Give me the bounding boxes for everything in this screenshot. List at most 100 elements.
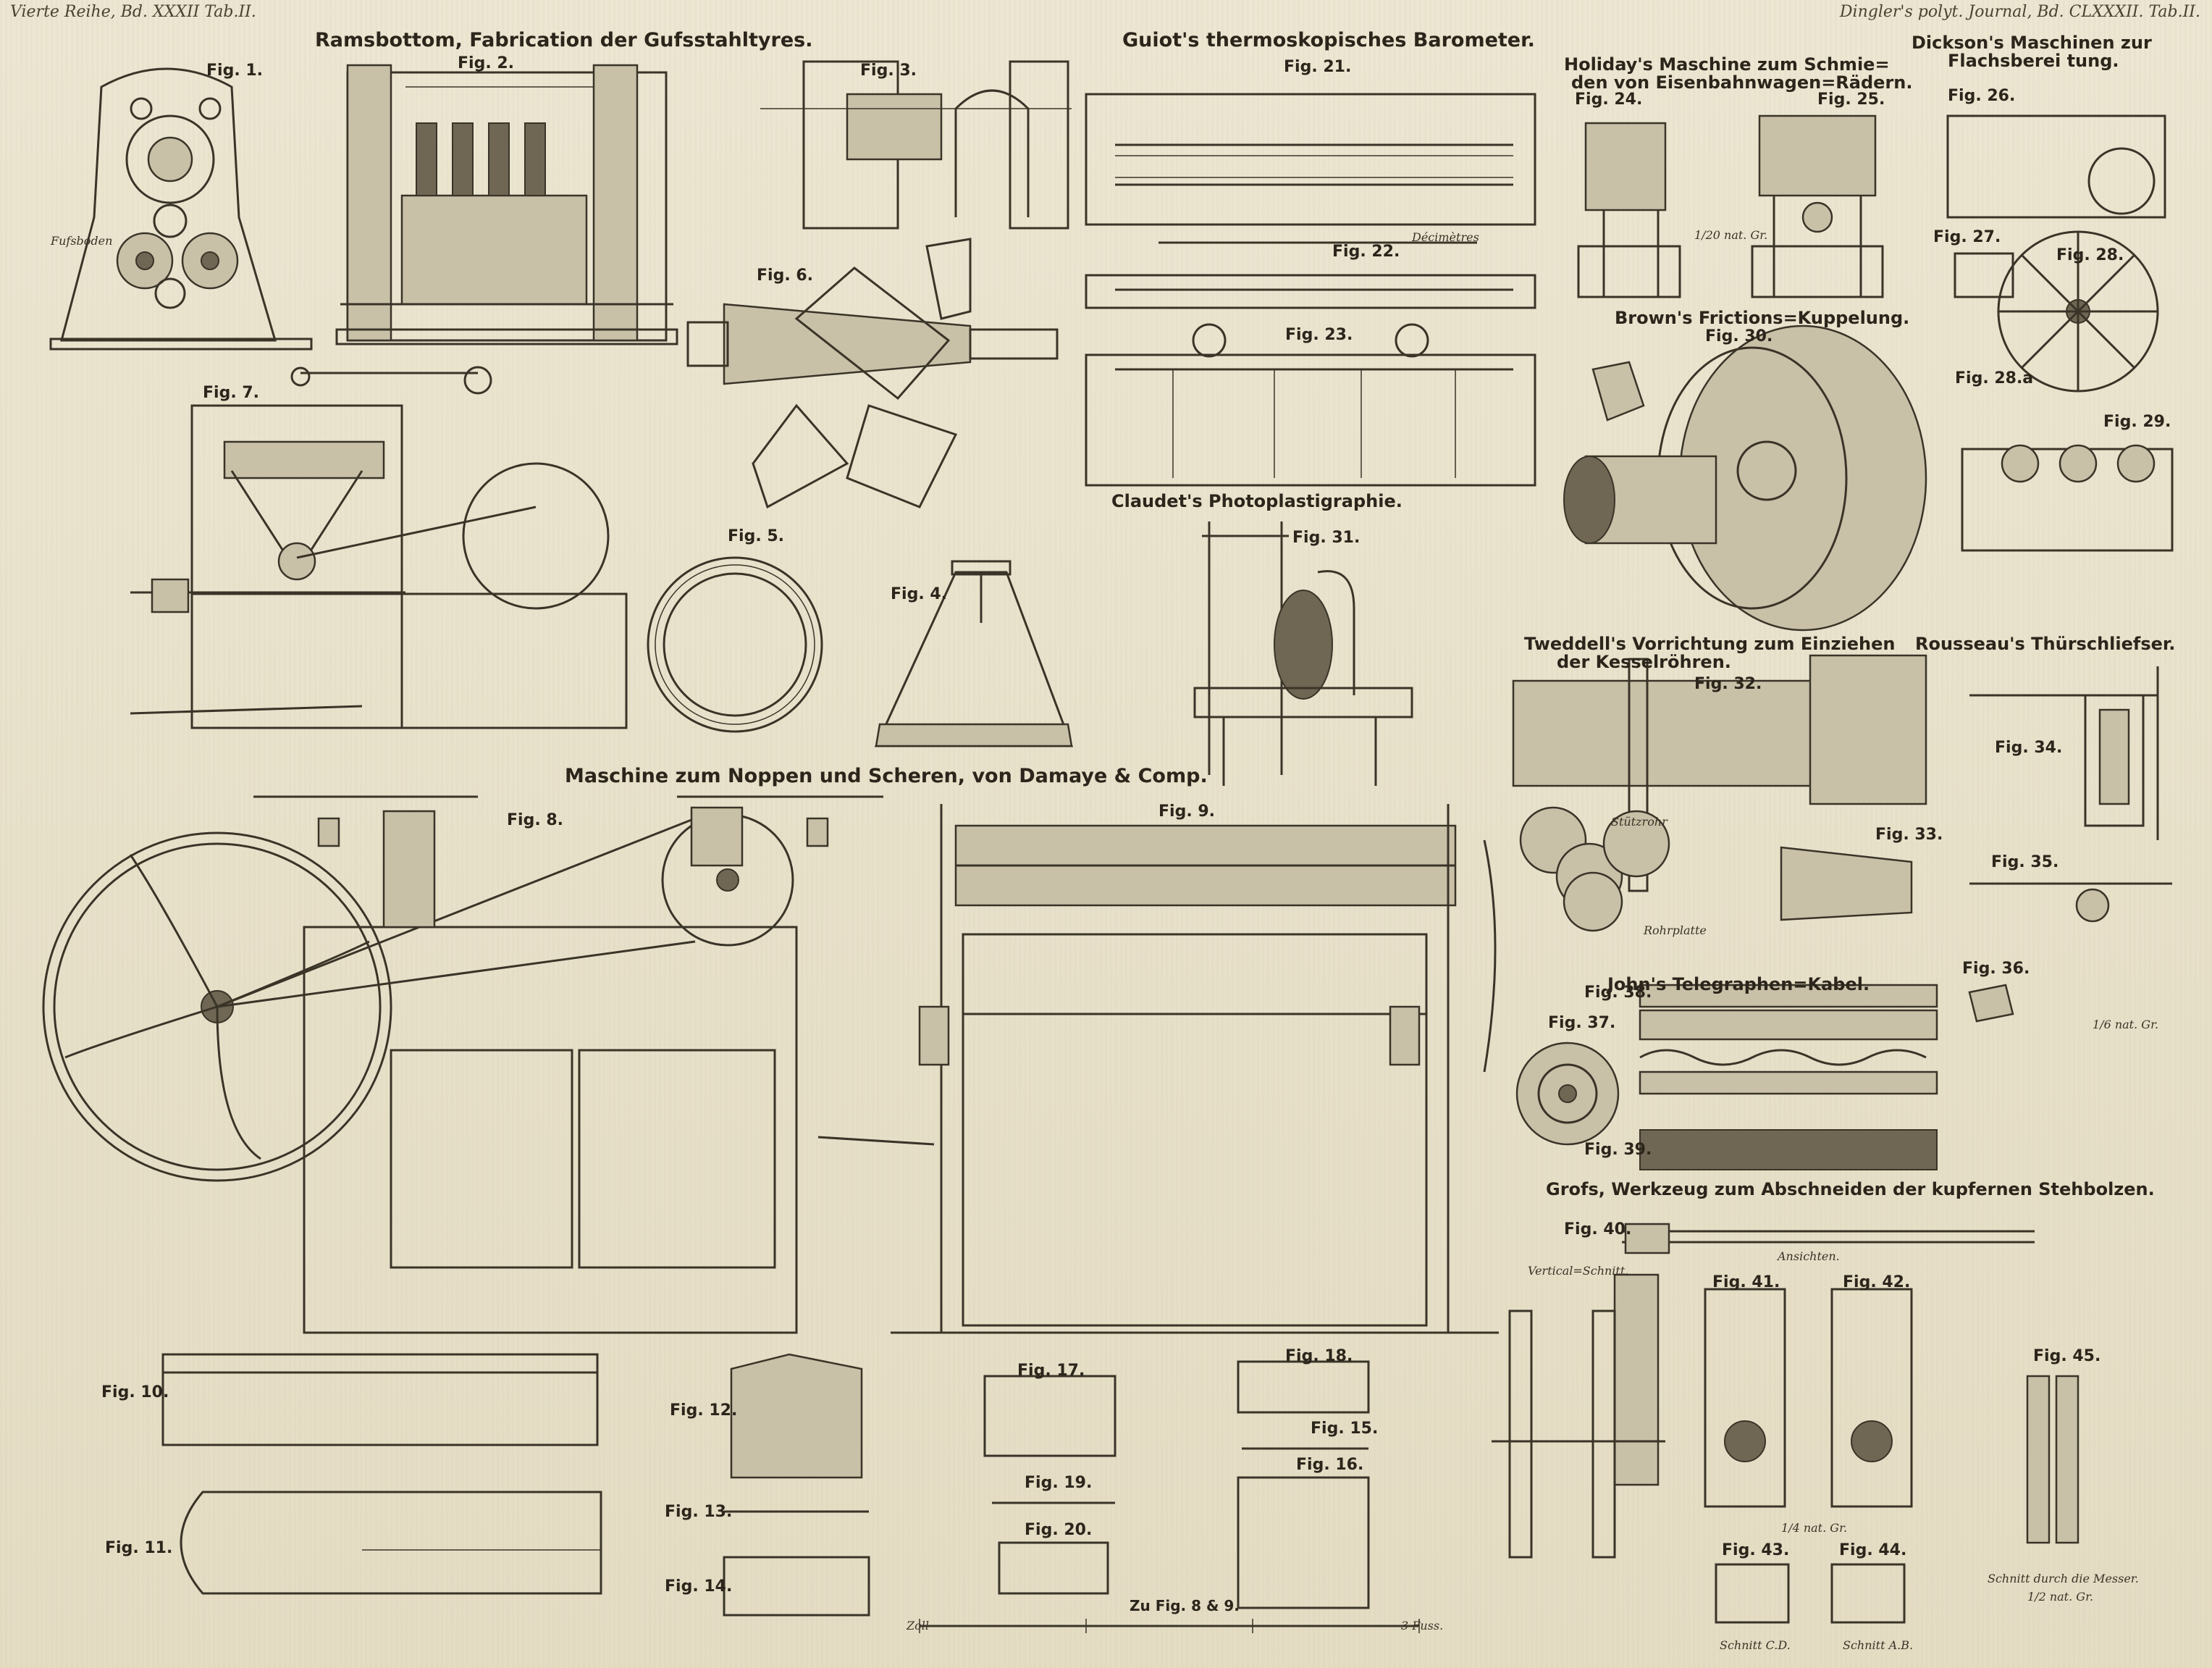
title-tweddell-line2: der Kesselröhren. bbox=[1557, 652, 1731, 672]
fig-38-label: Fig. 38. bbox=[1584, 984, 1652, 1002]
fig-34-36-drawing bbox=[1968, 666, 2172, 1023]
note-decimetres: Décimètres bbox=[1412, 230, 1479, 244]
fig-42-label: Fig. 42. bbox=[1843, 1273, 1911, 1291]
note-schnitt-ab: Schnitt A.B. bbox=[1843, 1638, 1914, 1652]
note-scale-2: 1/2 nat. Gr. bbox=[2027, 1590, 2094, 1604]
fig-24-label: Fig. 24. bbox=[1575, 91, 1643, 109]
fig-21-23-drawing bbox=[1085, 93, 1536, 487]
title-dickson-line2: Flachsberei tung. bbox=[1948, 51, 2119, 71]
fig-4-label: Fig. 4. bbox=[891, 585, 947, 603]
fig-23-label: Fig. 23. bbox=[1285, 326, 1353, 344]
fig-30-drawing bbox=[1563, 324, 1927, 632]
title-guiot: Guiot's thermoskopisches Barometer. bbox=[1122, 29, 1535, 51]
note-scale-4: 1/4 nat. Gr. bbox=[1781, 1521, 1848, 1535]
note-schnitt-messer: Schnitt durch die Messer. bbox=[1988, 1572, 2139, 1585]
fig-7-drawing bbox=[130, 366, 628, 729]
fig-6-drawing bbox=[686, 238, 1059, 509]
title-rousseau: Rousseau's Thürschliefser. bbox=[1915, 634, 2176, 654]
fig-45-label: Fig. 45. bbox=[2033, 1347, 2101, 1365]
fig-9-label: Fig. 9. bbox=[1158, 802, 1215, 821]
fig-34-label: Fig. 34. bbox=[1995, 739, 2063, 757]
fig-35-label: Fig. 35. bbox=[1991, 853, 2059, 871]
note-scale-6: 1/6 nat. Gr. bbox=[2093, 1018, 2159, 1031]
note-fussboden: Fufsboden bbox=[51, 234, 113, 248]
fig-7-label: Fig. 7. bbox=[203, 384, 259, 402]
title-dickson-line1: Dickson's Maschinen zur bbox=[1912, 33, 2152, 53]
fig-20-label: Fig. 20. bbox=[1025, 1521, 1093, 1539]
fig-32-33-drawing bbox=[1512, 654, 1927, 932]
fig-24-25-drawing bbox=[1577, 114, 1884, 298]
fig-27-label: Fig. 27. bbox=[1933, 228, 2001, 246]
fig-3-drawing bbox=[760, 60, 1072, 230]
title-holiday-line2: den von Eisenbahnwagen=Rädern. bbox=[1571, 72, 1913, 93]
header-left: Vierte Reihe, Bd. XXXII Tab.II. bbox=[10, 3, 256, 21]
fig-28-label: Fig. 28. bbox=[2056, 246, 2124, 264]
fig-3-label: Fig. 3. bbox=[860, 62, 917, 80]
fig-21-label: Fig. 21. bbox=[1284, 58, 1352, 76]
title-damaye: Maschine zum Noppen und Scheren, von Dam… bbox=[565, 765, 1208, 787]
fig-44-label: Fig. 44. bbox=[1839, 1541, 1907, 1559]
title-claudet: Claudet's Photoplastigraphie. bbox=[1111, 491, 1403, 511]
fig-40-45-drawing bbox=[1492, 1223, 2079, 1624]
title-john: John's Telegraphen=Kabel. bbox=[1607, 974, 1870, 994]
fig-10-drawing bbox=[161, 1353, 599, 1446]
fig-12-label: Fig. 12. bbox=[670, 1401, 738, 1420]
fig-31-drawing bbox=[1193, 521, 1413, 786]
fig-17-label: Fig. 17. bbox=[1017, 1362, 1085, 1380]
fig-14-label: Fig. 14. bbox=[665, 1577, 733, 1596]
fig-31-label: Fig. 31. bbox=[1292, 529, 1361, 547]
note-vertical: Vertical=Schnitt. bbox=[1528, 1264, 1629, 1278]
fig-2-drawing bbox=[335, 64, 678, 345]
fig-28a-label: Fig. 28.a bbox=[1955, 369, 2034, 387]
fig-33-label: Fig. 33. bbox=[1875, 826, 1943, 844]
scale-bar bbox=[919, 1619, 1420, 1633]
fig-29-label: Fig. 29. bbox=[2103, 413, 2171, 431]
title-ramsbottom: Ramsbottom, Fabrication der Gufsstahltyr… bbox=[315, 29, 813, 51]
fig-32-label: Fig. 32. bbox=[1694, 675, 1762, 693]
fig-16-label: Fig. 16. bbox=[1296, 1456, 1364, 1474]
fig-12-20-drawing bbox=[723, 1353, 1370, 1617]
fig-26-29-drawing bbox=[1946, 114, 2174, 552]
note-stutzrohr: Stützrohr bbox=[1611, 815, 1668, 829]
fig-41-label: Fig. 41. bbox=[1712, 1273, 1780, 1291]
fig-8-label: Fig. 8. bbox=[507, 811, 563, 829]
fig-11-label: Fig. 11. bbox=[105, 1539, 173, 1557]
fig-39-label: Fig. 39. bbox=[1584, 1141, 1652, 1159]
title-tweddell-line1: Tweddell's Vorrichtung zum Einziehen bbox=[1524, 634, 1896, 654]
fig-25-label: Fig. 25. bbox=[1817, 91, 1885, 109]
note-fuss: 3 Fuss. bbox=[1401, 1619, 1444, 1633]
fig-18-label: Fig. 18. bbox=[1285, 1347, 1353, 1365]
note-ansichten: Ansichten. bbox=[1778, 1249, 1840, 1263]
fig-30-label: Fig. 30. bbox=[1705, 327, 1773, 345]
fig-19-label: Fig. 19. bbox=[1025, 1474, 1093, 1492]
note-zu-fig: Zu Fig. 8 & 9. bbox=[1130, 1597, 1240, 1614]
fig-5-drawing bbox=[647, 556, 823, 733]
header-right: Dingler's polyt. Journal, Bd. CLXXXII. T… bbox=[1839, 3, 2200, 21]
fig-8-drawing bbox=[42, 795, 883, 1334]
fig-6-label: Fig. 6. bbox=[757, 267, 813, 285]
fig-43-label: Fig. 43. bbox=[1722, 1541, 1790, 1559]
fig-37-label: Fig. 37. bbox=[1548, 1014, 1616, 1032]
fig-10-label: Fig. 10. bbox=[101, 1383, 169, 1401]
fig-26-label: Fig. 26. bbox=[1948, 87, 2016, 105]
fig-11-drawing bbox=[180, 1491, 602, 1595]
fig-5-label: Fig. 5. bbox=[728, 527, 784, 545]
title-holiday-line1: Holiday's Maschine zum Schmie= bbox=[1564, 54, 1890, 75]
fig-9-drawing bbox=[817, 804, 1499, 1334]
note-zoll: Zoll bbox=[907, 1619, 929, 1633]
note-rohrplatte: Rohrplatte bbox=[1644, 923, 1707, 937]
fig-15-label: Fig. 15. bbox=[1311, 1420, 1379, 1438]
fig-2-label: Fig. 2. bbox=[458, 54, 514, 72]
fig-4-drawing bbox=[874, 560, 1074, 747]
fig-13-label: Fig. 13. bbox=[665, 1503, 733, 1521]
fig-22-label: Fig. 22. bbox=[1332, 243, 1400, 261]
fig-37-39-drawing bbox=[1515, 984, 1938, 1170]
fig-36-label: Fig. 36. bbox=[1962, 960, 2030, 978]
note-schnitt-cd: Schnitt C.D. bbox=[1720, 1638, 1791, 1652]
note-scale-20: 1/20 nat. Gr. bbox=[1694, 228, 1768, 242]
title-gross: Grofs, Werkzeug zum Abschneiden der kupf… bbox=[1546, 1179, 2155, 1199]
fig-40-label: Fig. 40. bbox=[1564, 1220, 1632, 1239]
fig-1-label: Fig. 1. bbox=[206, 62, 263, 80]
fig-1-drawing bbox=[49, 67, 313, 351]
